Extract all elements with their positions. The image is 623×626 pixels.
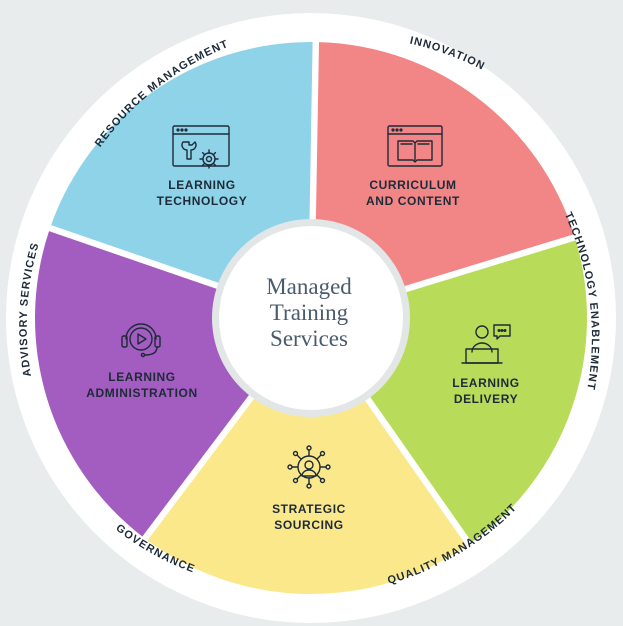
center-circle (219, 226, 403, 410)
label-learning-delivery-line-1: LEARNING (452, 376, 519, 390)
headset-play-icon (121, 323, 161, 358)
segment-learning-delivery[interactable] (368, 240, 587, 543)
segment-curriculum-and-content[interactable] (315, 42, 574, 287)
browser-tools-icon (172, 125, 230, 169)
label-learning-delivery-line-2: DELIVERY (454, 392, 518, 406)
label-curriculum-line-2: AND CONTENT (366, 194, 460, 208)
segment-learning-administration[interactable] (34, 231, 251, 537)
label-learning-technology-line-1: LEARNING (168, 178, 235, 192)
presenter-chat-icon (461, 324, 511, 364)
label-strategic-sourcing-line-2: SOURCING (274, 518, 343, 532)
label-learning-technology-line-2: TECHNOLOGY (157, 194, 248, 208)
center-title-line-3: Services (270, 326, 348, 351)
center-title-line-1: Managed (266, 274, 352, 299)
center-title-line-2: Training (270, 300, 349, 325)
label-learning-administration-line-1: LEARNING (108, 370, 175, 384)
network-person-icon (287, 445, 331, 489)
browser-book-icon (387, 125, 443, 167)
segment-strategic-sourcing[interactable] (147, 396, 467, 594)
label-strategic-sourcing-line-1: STRATEGIC (272, 502, 346, 516)
label-curriculum-line-1: CURRICULUM (369, 178, 456, 192)
label-learning-administration-line-2: ADMINISTRATION (86, 386, 198, 400)
segment-learning-technology[interactable] (51, 42, 313, 284)
